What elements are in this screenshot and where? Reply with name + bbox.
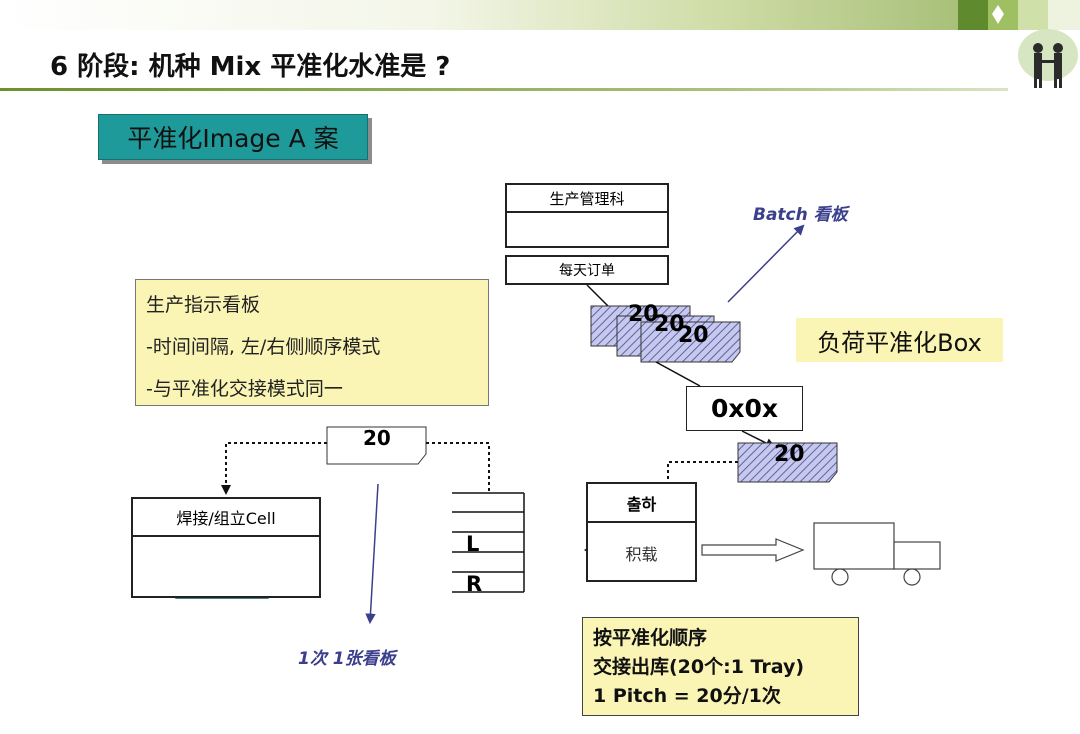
once-one-card-arrow [365,483,379,625]
card-to-cell-dotted-line [225,442,327,487]
oxox-box: 0x0x [686,386,803,431]
card-to-rack-dotted-line [426,442,490,492]
welding-assembly-cell: 焊接/组立Cell [131,497,321,598]
batch-kanban-label: Batch 看板 [753,205,848,225]
shipping-label: 출하 [588,484,695,523]
summary-line: 交接出库(20个:1 Tray) [593,656,805,678]
title-divider [0,88,1008,91]
truck-icon [813,522,941,586]
card-stack-value-1: 20 [628,302,659,327]
top-gradient-band [0,0,960,30]
once-one-card-label: 1次 1张看板 [298,649,396,669]
rack-label-r: R [466,572,483,596]
lr-rack [452,492,525,593]
note-line: 生产指示看板 [146,294,261,316]
leveling-box-label: 负荷平准化Box [796,318,1003,362]
shipping-box: 출하 积载 [586,482,697,582]
slide-title: 6 阶段: 机种 Mix 平准化水准是 ? [50,52,451,82]
shipping-arrow [701,538,805,562]
summary-note: 按平准化顺序 交接出库(20个:1 Tray) 1 Pitch = 20分/1次 [582,617,859,716]
section-tag: 平准化Image A 案 [98,114,368,160]
production-instruction-note: 生产指示看板 -时间间隔, 左/右侧顺序模式 -与平准化交接模式同一 [135,279,489,406]
batch-kanban-arrow [727,224,805,303]
production-management-box: 生产管理科 [505,183,669,248]
handshake-logo-icon [958,0,1080,92]
card-stack-value-3: 20 [678,323,709,348]
cell-label: 焊接/组立Cell [133,499,319,537]
note-line: -与平准化交接模式同一 [146,378,343,400]
summary-line: 按平准化顺序 [593,627,708,649]
left-card-value: 20 [363,426,391,450]
daily-order-box: 每天订单 [505,255,669,285]
lower-card-value: 20 [774,442,805,467]
rack-label-l: L [466,532,480,556]
note-line: -时间间隔, 左/右侧顺序模式 [146,336,381,358]
left-kanban-card [326,426,427,465]
lower-kanban-card [737,442,838,483]
loading-label: 积载 [625,544,658,564]
summary-line: 1 Pitch = 20分/1次 [593,685,781,707]
stack-to-oxox-line [655,361,701,387]
card-stack-value-2: 20 [654,312,685,337]
production-management-label: 生产管理科 [507,185,667,213]
kanban-card-stack [590,305,741,363]
